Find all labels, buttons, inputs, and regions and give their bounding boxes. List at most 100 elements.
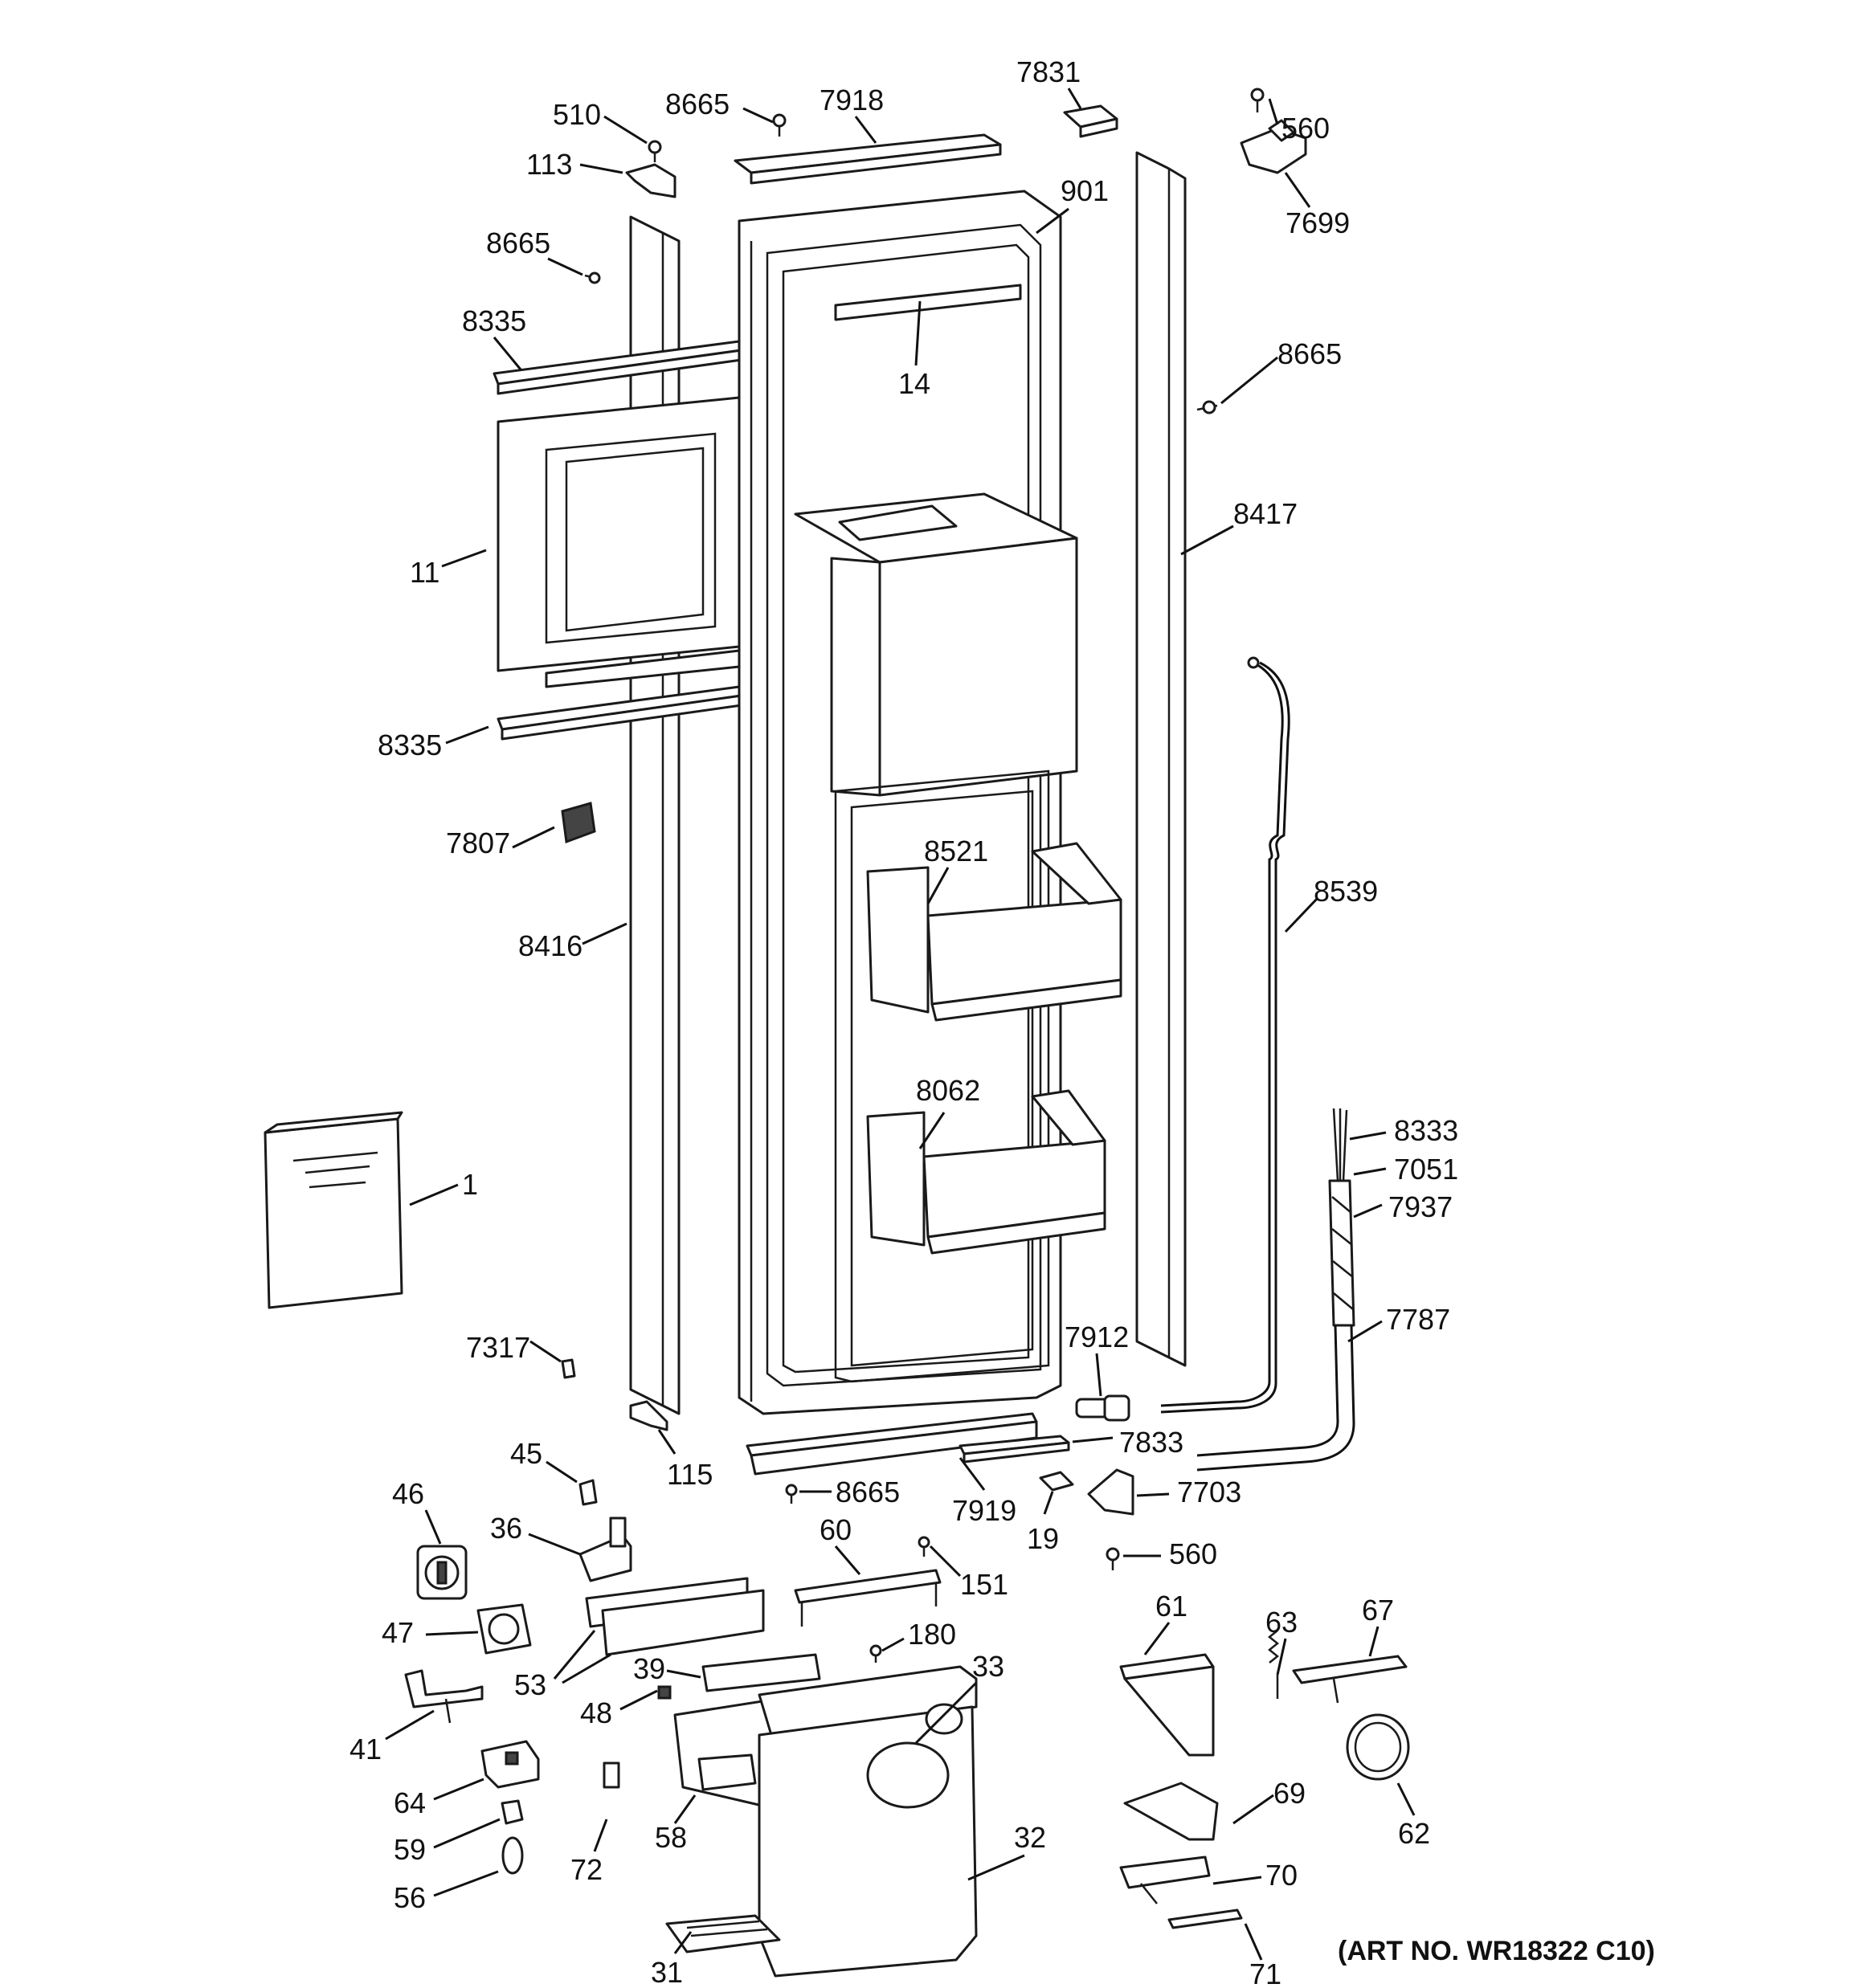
- part-63-spring: [1267, 1630, 1280, 1699]
- label-19: 19: [1027, 1522, 1059, 1555]
- label-41: 41: [349, 1733, 382, 1766]
- label-560-top: 560: [1281, 112, 1330, 145]
- part-69-flap: [1123, 1782, 1219, 1841]
- label-72: 72: [570, 1853, 603, 1886]
- part-36-bracket: [578, 1517, 632, 1582]
- label-180: 180: [908, 1618, 956, 1651]
- part-8665-screw-bottom: [785, 1484, 798, 1504]
- label-67: 67: [1362, 1594, 1394, 1627]
- label-7317: 7317: [466, 1331, 530, 1364]
- part-14-top-bar: [834, 284, 1022, 321]
- part-8416-left-rail: [629, 215, 681, 1415]
- part-113-cap: [625, 163, 676, 198]
- part-115-clip: [629, 1400, 668, 1431]
- label-8417: 8417: [1233, 497, 1298, 530]
- label-62: 62: [1398, 1817, 1430, 1850]
- part-71-bar: [1167, 1908, 1243, 1929]
- label-32: 32: [1014, 1821, 1046, 1854]
- part-8665-screw-top: [772, 113, 787, 137]
- label-151: 151: [960, 1568, 1008, 1601]
- part-7912-fitting: [1075, 1394, 1130, 1422]
- part-151-screw: [918, 1536, 930, 1557]
- part-8333-wire-harness: [1332, 1108, 1348, 1182]
- label-115: 115: [667, 1458, 713, 1491]
- label-7919: 7919: [952, 1494, 1016, 1527]
- part-72-switch: [603, 1761, 620, 1789]
- label-60: 60: [820, 1513, 852, 1546]
- part-dispenser-housing: [794, 492, 1078, 797]
- part-61-chute: [1119, 1653, 1215, 1757]
- label-31: 31: [651, 1956, 683, 1988]
- label-7787: 7787: [1386, 1303, 1450, 1336]
- label-7051: 7051: [1394, 1153, 1458, 1186]
- label-1: 1: [462, 1168, 478, 1201]
- label-113: 113: [526, 148, 572, 181]
- part-7787-tube: [1196, 1325, 1355, 1472]
- label-48: 48: [580, 1696, 612, 1729]
- part-67-lever: [1292, 1655, 1408, 1704]
- part-48-clip: [657, 1685, 672, 1700]
- part-labels: 7831 7918 8665 510 560 113 7699 901 8665…: [349, 55, 1655, 1988]
- part-39-control-board: [701, 1653, 821, 1692]
- part-32-dispenser-assembly: [673, 1665, 978, 1978]
- part-560-screw-top: [1250, 88, 1265, 112]
- part-180-screw: [869, 1644, 882, 1663]
- label-8665-top: 8665: [665, 88, 730, 120]
- label-46: 46: [392, 1477, 424, 1510]
- part-8665-screw-left: [584, 271, 601, 284]
- label-8335-lower: 8335: [378, 729, 442, 761]
- part-7703-bracket: [1087, 1468, 1134, 1516]
- label-8333: 8333: [1394, 1114, 1458, 1147]
- part-64-socket: [480, 1740, 540, 1789]
- part-7317-clip: [561, 1358, 576, 1379]
- label-70: 70: [1265, 1859, 1298, 1892]
- part-7833-strip: [959, 1435, 1070, 1463]
- label-7807: 7807: [446, 827, 510, 859]
- label-39: 39: [633, 1652, 665, 1685]
- label-8539: 8539: [1314, 875, 1378, 908]
- label-45: 45: [510, 1437, 542, 1470]
- art-number: (ART NO. WR18322 C10): [1338, 1936, 1655, 1966]
- part-8521-upper-bin: [866, 842, 1122, 1022]
- label-8416: 8416: [518, 929, 582, 962]
- label-510: 510: [553, 98, 601, 131]
- label-61: 61: [1155, 1590, 1187, 1623]
- part-560-screw-lower: [1106, 1547, 1120, 1570]
- label-7937: 7937: [1388, 1190, 1453, 1223]
- label-7912: 7912: [1065, 1321, 1129, 1353]
- part-8539-water-tube: [1160, 656, 1290, 1414]
- part-8335-lower-strip: [497, 685, 749, 741]
- part-8062-lower-bin: [866, 1089, 1106, 1255]
- label-901: 901: [1061, 174, 1109, 207]
- label-47: 47: [382, 1616, 414, 1649]
- label-7699: 7699: [1286, 206, 1350, 239]
- part-8417-right-rail: [1135, 151, 1187, 1367]
- part-47-motor: [476, 1603, 532, 1655]
- label-14: 14: [898, 367, 930, 400]
- label-53: 53: [514, 1668, 546, 1701]
- label-71: 71: [1249, 1957, 1281, 1988]
- part-70-bracket: [1119, 1855, 1211, 1904]
- part-lower-recess: [834, 769, 1050, 1383]
- part-1-owner-manual: [264, 1111, 403, 1309]
- label-63: 63: [1265, 1606, 1298, 1639]
- label-7703: 7703: [1177, 1476, 1241, 1508]
- label-8665-left: 8665: [486, 227, 550, 259]
- part-62-ring: [1346, 1713, 1410, 1781]
- label-36: 36: [490, 1512, 522, 1545]
- part-41-bracket: [404, 1669, 484, 1724]
- part-510-screw: [648, 140, 662, 162]
- leader-lines: [385, 88, 1416, 1961]
- label-8665-right: 8665: [1277, 337, 1342, 370]
- label-7918: 7918: [820, 84, 884, 116]
- label-7833: 7833: [1119, 1426, 1183, 1459]
- label-7831: 7831: [1016, 55, 1081, 88]
- label-33: 33: [972, 1650, 1004, 1683]
- part-59-bulb-base: [501, 1799, 524, 1825]
- part-11-panel: [497, 396, 741, 688]
- part-8335-upper-strip: [493, 340, 749, 395]
- part-7918-top-cap: [734, 133, 1002, 185]
- part-19-bracket: [1039, 1471, 1074, 1492]
